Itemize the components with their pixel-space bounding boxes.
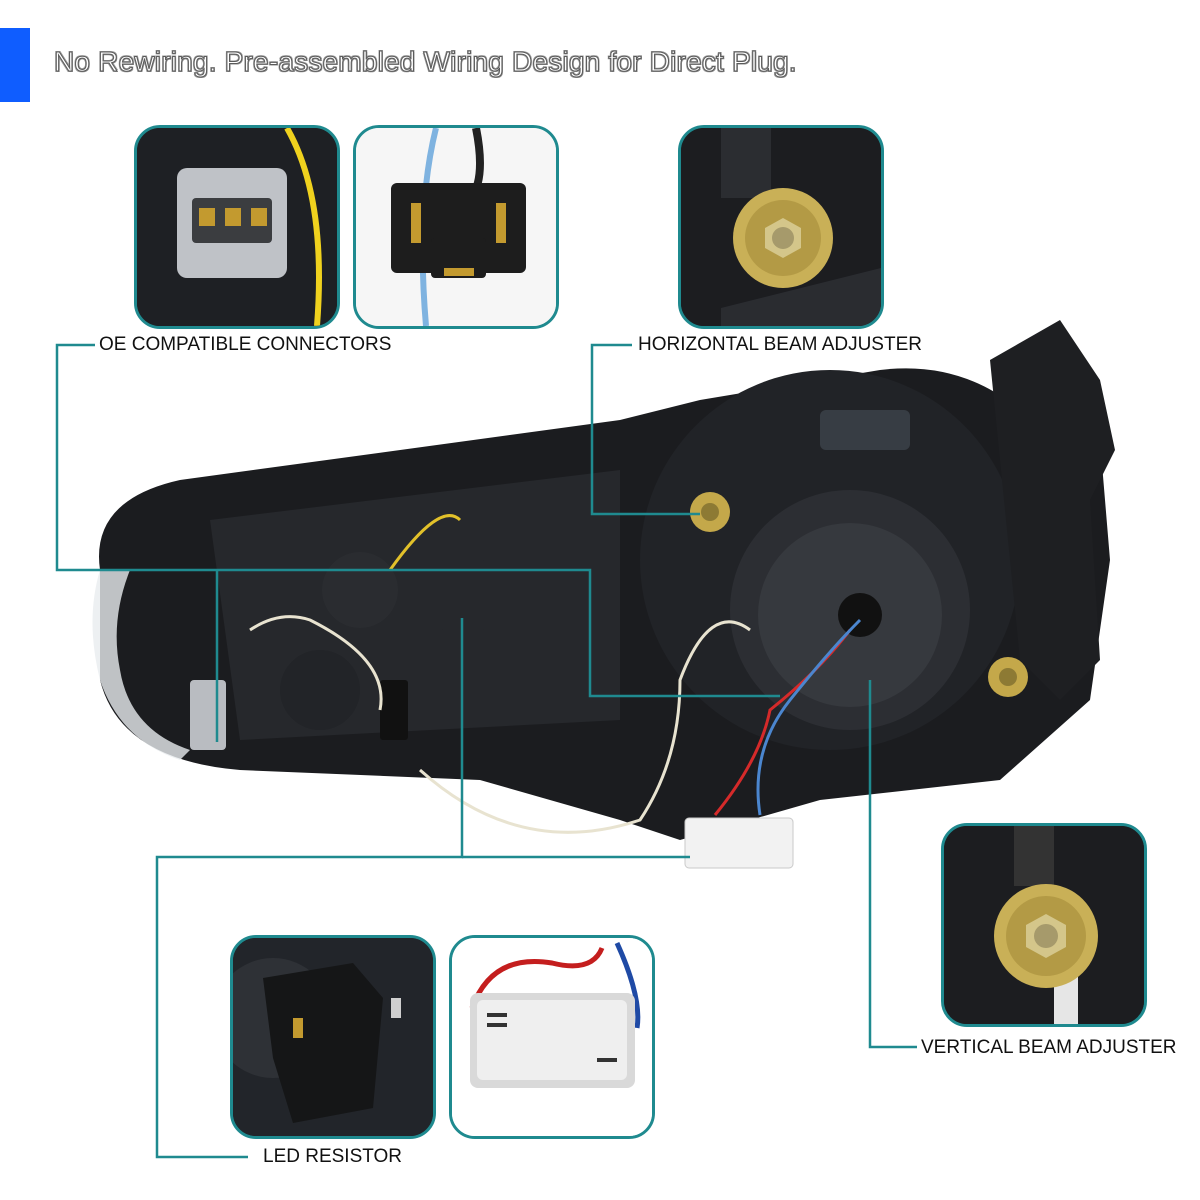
thumb-horizontal-adjuster [678, 125, 884, 329]
thumb-vertical-adjuster [941, 823, 1147, 1027]
thumb-oe-connector-2pin [353, 125, 559, 329]
callout-vertical-adjuster: VERTICAL BEAM ADJUSTER [921, 1037, 1177, 1058]
thumb-led-resistor-mounted [230, 935, 436, 1139]
accent-bar [0, 28, 30, 102]
headlight-rear-view [92, 320, 1115, 869]
callout-oe-connectors: OE COMPATIBLE CONNECTORS [99, 334, 392, 355]
thumb-oe-connector-3pin [134, 125, 340, 329]
headline: No Rewiring. Pre-assembled Wiring Design… [54, 46, 798, 78]
thumb-led-resistor-box [449, 935, 655, 1139]
callout-horizontal-adjuster: HORIZONTAL BEAM ADJUSTER [638, 334, 922, 355]
callout-led-resistor: LED RESISTOR [263, 1146, 403, 1167]
